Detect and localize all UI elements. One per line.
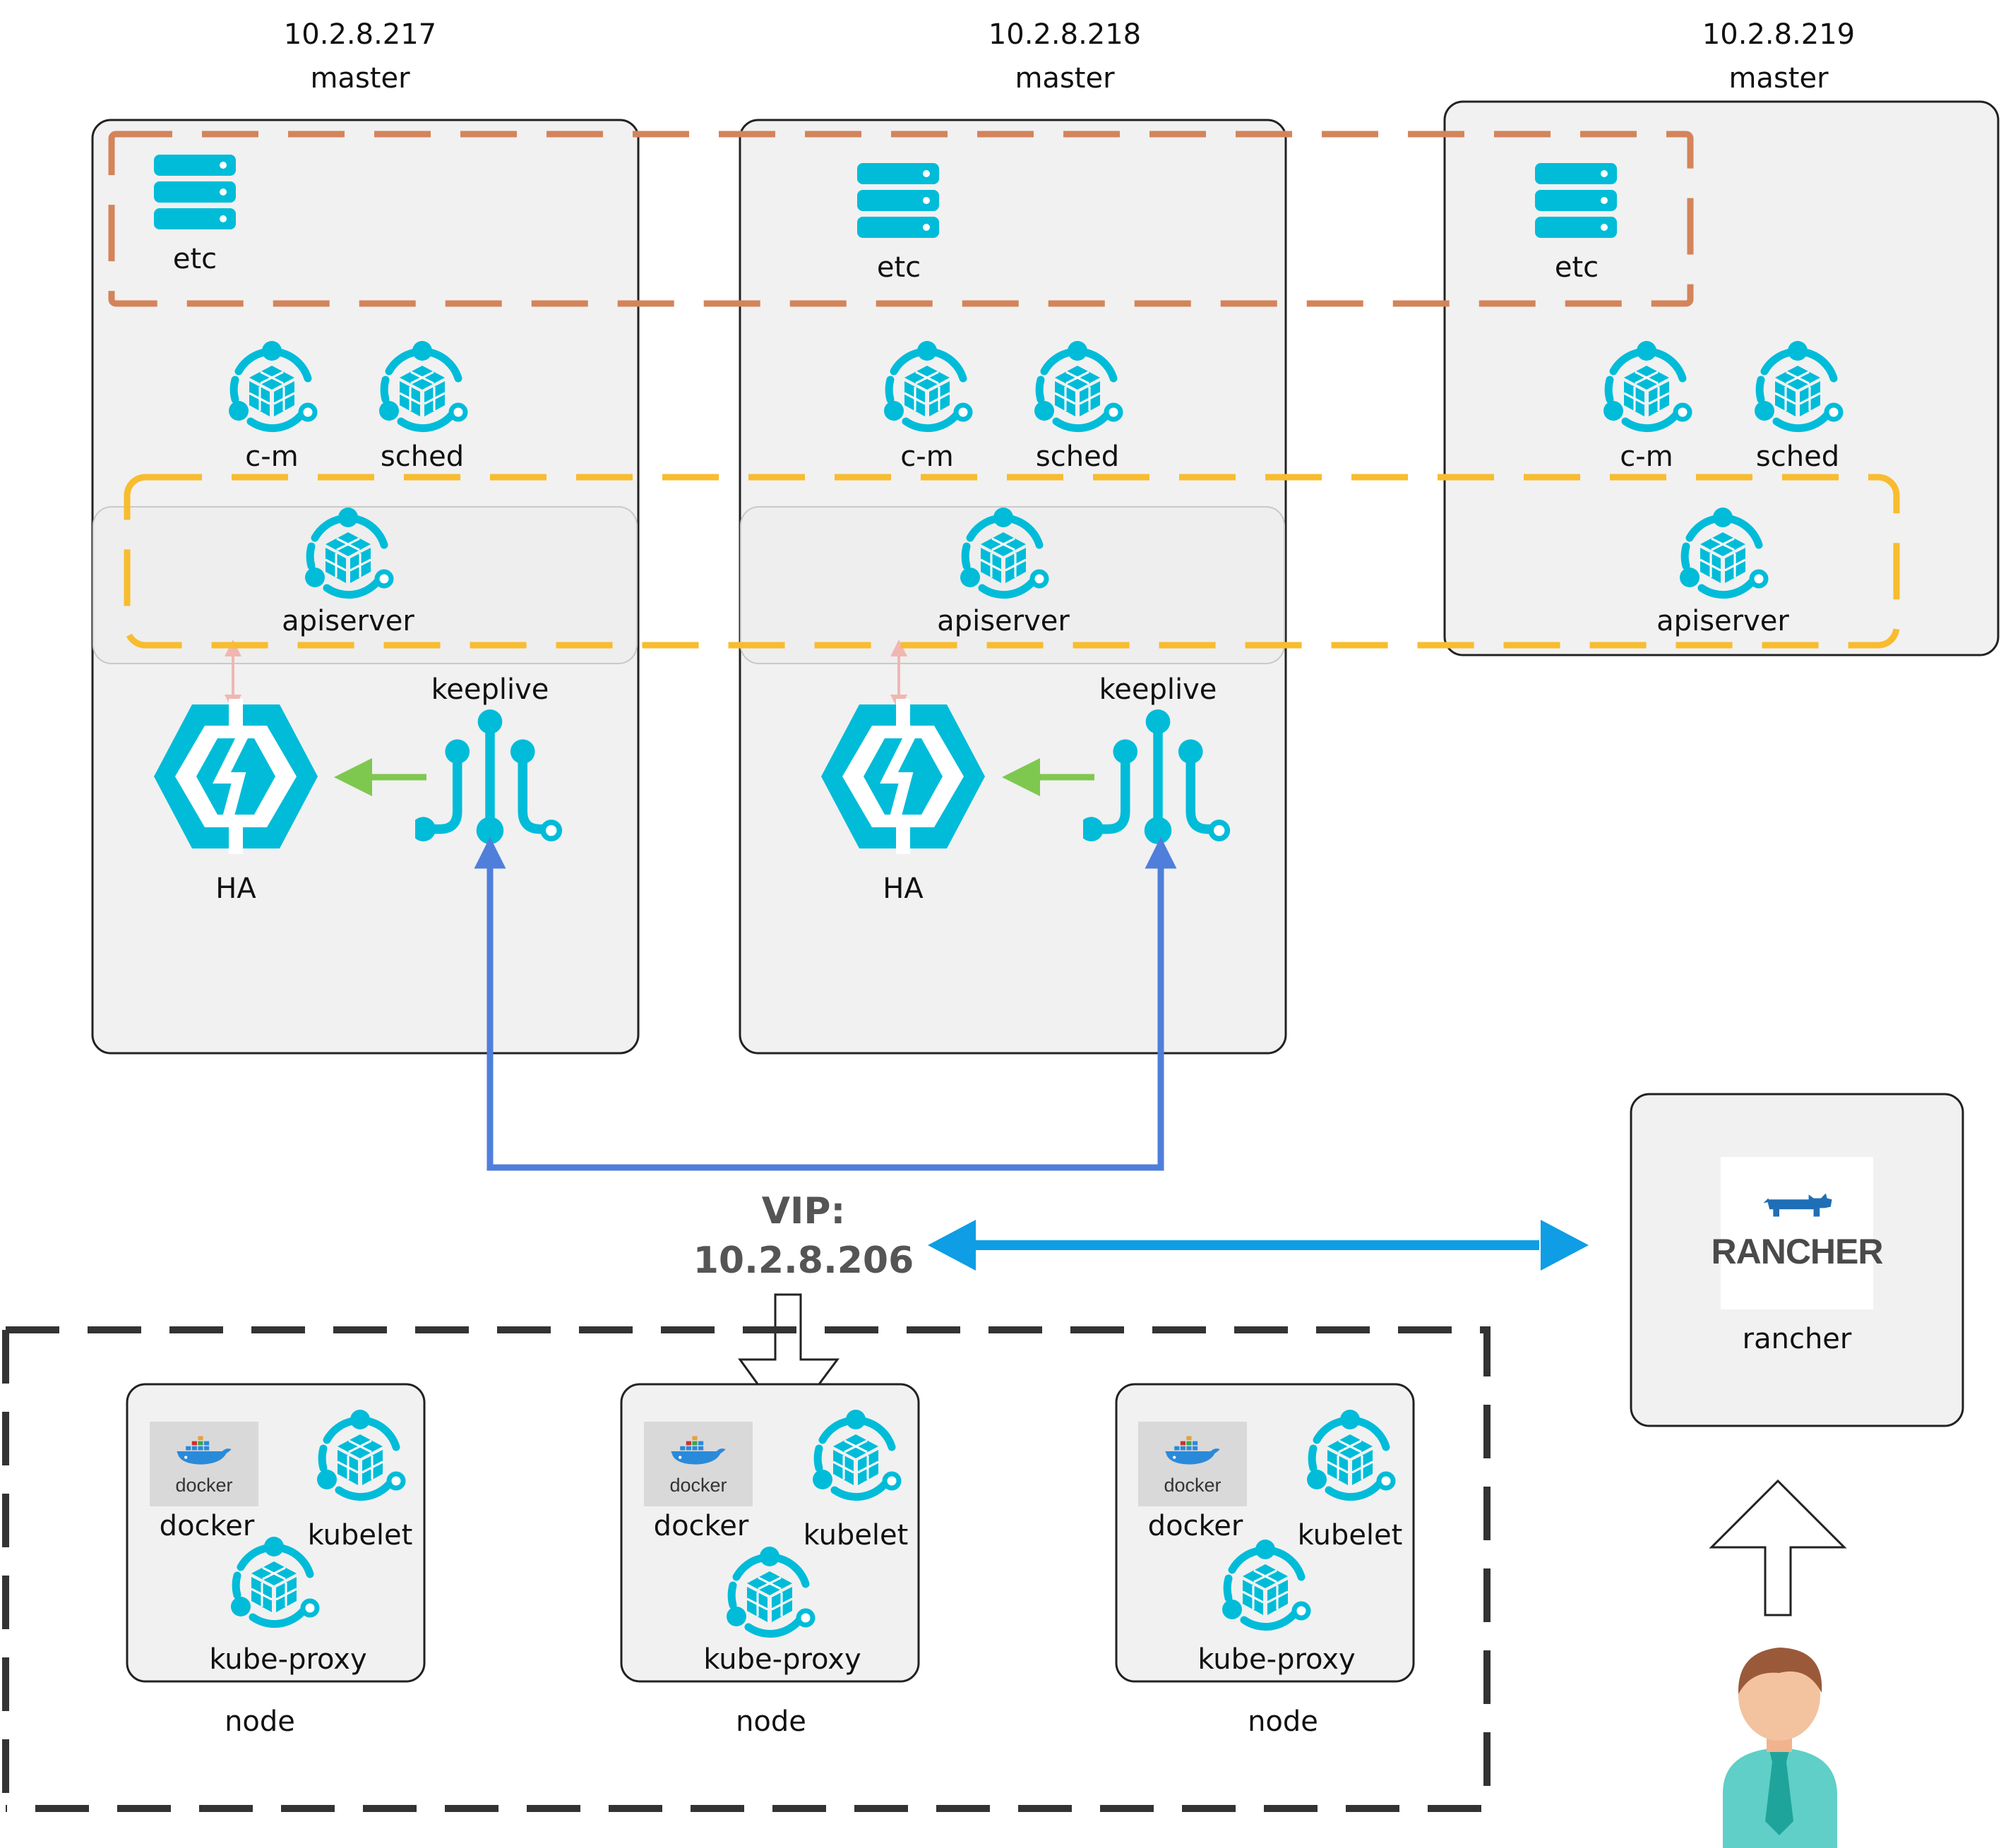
kube-proxy-label: kube-proxy <box>703 1643 861 1676</box>
kube-proxy-component: kube-proxy <box>1197 1540 1356 1676</box>
docker-label: docker <box>654 1510 749 1542</box>
ha-label: HA <box>215 872 256 905</box>
kube-proxy-label: kube-proxy <box>209 1643 366 1676</box>
keepalived-component: keeplive <box>1079 673 1227 844</box>
scheduler-component: sched <box>1034 341 1121 473</box>
apiserver-label: apiserver <box>282 605 414 637</box>
rancher-label: rancher <box>1743 1323 1852 1355</box>
scheduler-component: sched <box>1755 341 1841 473</box>
node-label: node <box>225 1705 295 1738</box>
keepalived-component: keeplive <box>411 673 559 844</box>
server-stack-icon <box>154 155 236 229</box>
ha-component: HA <box>821 699 985 905</box>
node-label: node <box>736 1705 806 1738</box>
docker-logo-text: docker <box>1164 1475 1221 1496</box>
etcd-label: etc <box>173 243 217 275</box>
controller-manager-component: c-m <box>1603 341 1690 473</box>
virtual-ip: VIP: 10.2.8.206 <box>693 1190 914 1282</box>
docker-logo-text: docker <box>669 1475 727 1496</box>
master-ip: 10.2.8.219 <box>1702 18 1855 51</box>
worker-node-group <box>6 1326 1491 1812</box>
kubelet-component: kubelet <box>804 1410 909 1552</box>
worker-node-3: docker docker kubelet kube-proxy node <box>1115 1383 1415 1738</box>
kubelet-component: kubelet <box>1298 1410 1403 1552</box>
apiserver-label: apiserver <box>937 605 1070 637</box>
server-stack-icon <box>857 163 939 238</box>
scheduler-component: sched <box>379 341 465 473</box>
keepalived-label: keeplive <box>431 673 549 706</box>
vip-address: 10.2.8.206 <box>693 1240 914 1282</box>
master-ip: 10.2.8.218 <box>988 18 1141 51</box>
user-to-rancher-arrow <box>1709 1479 1847 1616</box>
etcd-component: etc <box>1535 163 1617 284</box>
master-role: master <box>310 62 410 95</box>
node-label: node <box>1248 1705 1318 1738</box>
keepalived-heartbeat-link <box>474 836 1177 1171</box>
worker-node-2: docker docker kubelet kube-proxy node <box>620 1383 920 1738</box>
scheduler-label: sched <box>1036 440 1119 473</box>
etcd-label: etc <box>877 251 921 284</box>
apiserver-component: apiserver <box>1656 508 1789 637</box>
master-node-2: 10.2.8.218 master etc c-m sched apiserve… <box>739 18 1287 1055</box>
master-node-3: 10.2.8.219 master etc c-m sched apiserve… <box>1443 18 2000 656</box>
apiserver-cluster-group <box>124 474 1900 649</box>
apiserver-panel <box>92 506 638 664</box>
controller-manager-component: c-m <box>884 341 970 473</box>
master-role: master <box>1015 62 1115 95</box>
scheduler-label: sched <box>1756 440 1839 473</box>
controller-manager-component: c-m <box>229 341 315 473</box>
master-box <box>1443 100 2000 656</box>
master-role: master <box>1728 62 1829 95</box>
ha-component: HA <box>154 699 318 905</box>
keepalived-label: keeplive <box>1099 673 1217 706</box>
user-avatar-icon <box>1723 1648 1837 1848</box>
etcd-label: etc <box>1555 251 1599 284</box>
vip-title: VIP: <box>762 1190 846 1232</box>
master-ip: 10.2.8.217 <box>284 18 436 51</box>
server-stack-icon <box>1535 163 1617 238</box>
etcd-component: etc <box>154 155 236 275</box>
controller-manager-label: c-m <box>900 440 953 473</box>
kubelet-label: kubelet <box>308 1519 413 1552</box>
apiserver-component: apiserver <box>937 508 1070 637</box>
controller-manager-label: c-m <box>1620 440 1673 473</box>
kubelet-label: kubelet <box>1298 1519 1403 1552</box>
docker-component: docker docker <box>644 1422 753 1542</box>
docker-component: docker docker <box>1138 1422 1247 1542</box>
worker-node-1: docker docker kubelet kube-proxy node <box>126 1383 426 1738</box>
etcd-component: etc <box>857 163 939 284</box>
apiserver-component: apiserver <box>282 508 414 637</box>
kube-proxy-component: kube-proxy <box>703 1547 861 1676</box>
kubelet-component: kubelet <box>308 1410 413 1552</box>
vip-rancher-link <box>928 1220 1589 1271</box>
etcd-cluster-group <box>108 131 1694 307</box>
kube-proxy-component: kube-proxy <box>209 1537 367 1676</box>
scheduler-label: sched <box>381 440 464 473</box>
master-node-1: 10.2.8.217 master etc c-m sched apiserve… <box>91 18 640 1055</box>
apiserver-panel <box>740 506 1285 664</box>
controller-manager-label: c-m <box>245 440 298 473</box>
rancher-server[interactable]: RANCHER rancher <box>1630 1093 1964 1427</box>
rancher-logo-tile <box>1721 1157 1873 1309</box>
apiserver-label: apiserver <box>1656 605 1789 637</box>
kubelet-label: kubelet <box>804 1519 909 1552</box>
ha-label: HA <box>883 872 924 905</box>
rancher-logo-text: RANCHER <box>1712 1232 1884 1271</box>
docker-label: docker <box>160 1510 255 1542</box>
docker-label: docker <box>1148 1510 1243 1542</box>
docker-component: docker docker <box>150 1422 258 1542</box>
docker-logo-text: docker <box>175 1475 232 1496</box>
kube-proxy-label: kube-proxy <box>1197 1643 1355 1676</box>
